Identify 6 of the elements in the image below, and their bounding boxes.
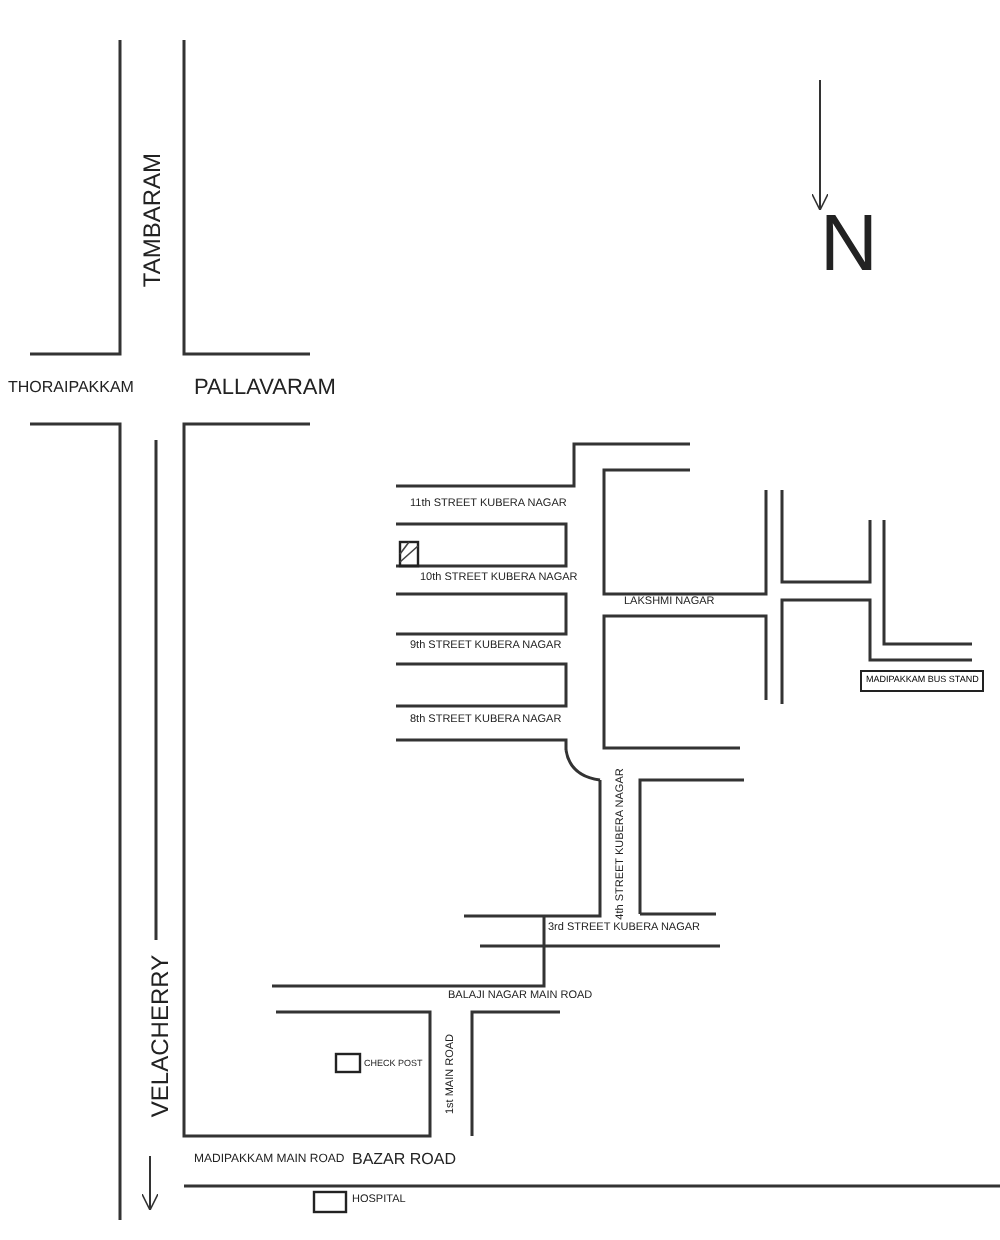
place-label: THORAIPAKKAM <box>8 380 134 396</box>
place-label: PALLAVARAM <box>194 377 336 399</box>
road-label: TAMBARAM <box>140 152 164 288</box>
road-label: BAZAR ROAD <box>352 1152 457 1168</box>
road-label: VELACHERRY <box>148 954 172 1118</box>
compass-letter: N <box>820 204 878 284</box>
